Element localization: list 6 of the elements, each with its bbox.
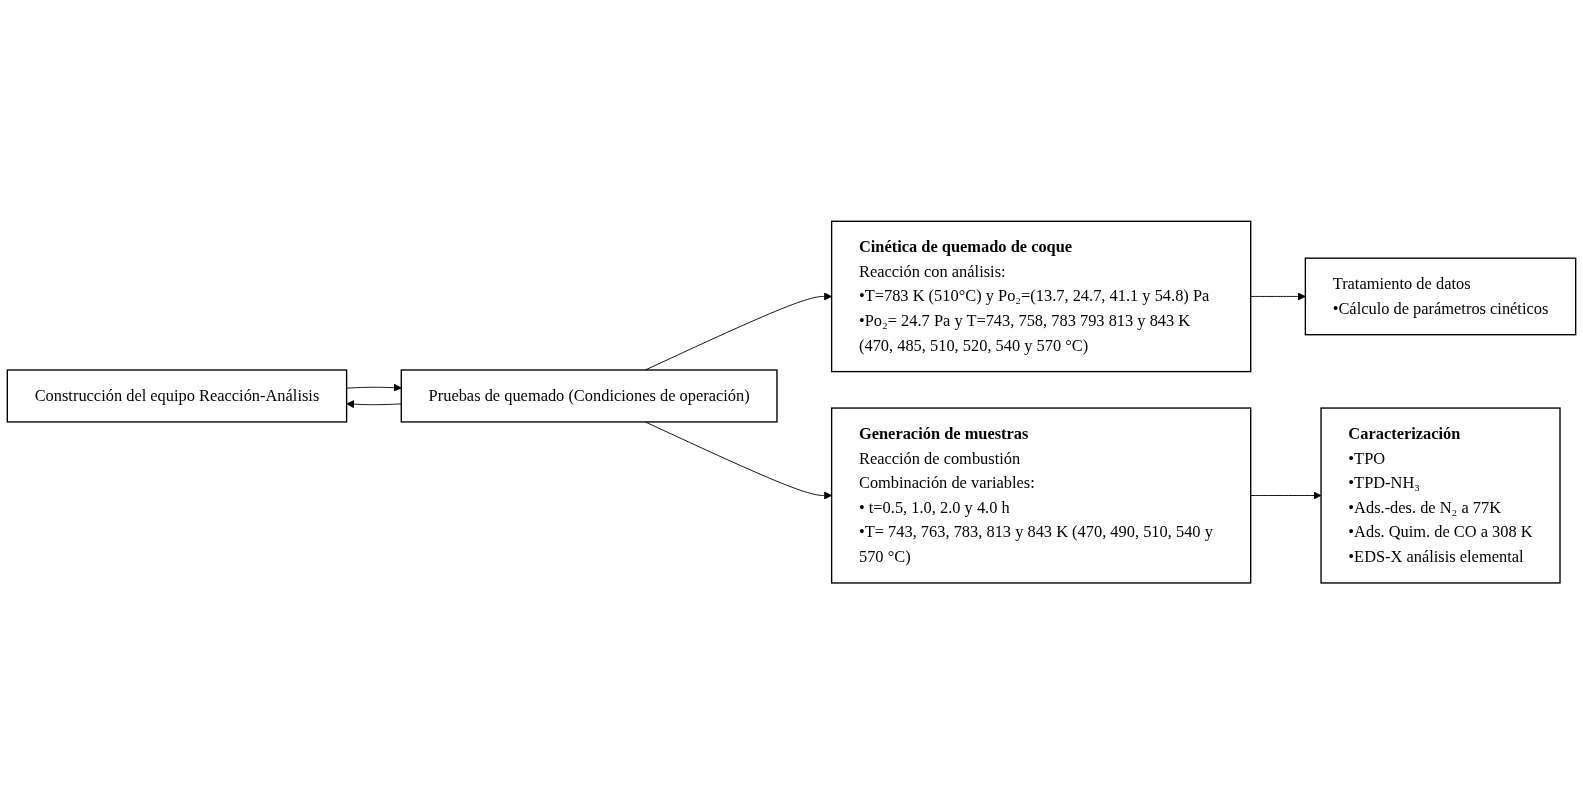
node-box: Pruebas de quemado (Condiciones de operación)	[400, 369, 778, 423]
node-box: Generación de muestras Reacción de combustión Combinación de variables: • t=0.5, 1.0, 2.0 y 4.0 h •T= 743, 763, 783, 813 y 843 K (470, 490, 510, 540 y 570 °C)	[830, 407, 1252, 584]
node-box: Tratamiento de datos •Cálculo de parámetros cinéticos	[1304, 257, 1577, 336]
node-box: Cinética de quemado de coque Reacción con análisis: •T=783 K (510°C) y Po₂=(13.7, 24.7, 41.1 y 54.8) Pa •Po₂= 24.7 Pa y T=743, 758, 783 793 813 y 843 K (470, 485, 510, 520, 540 y 570 °C)	[830, 220, 1252, 373]
node-box: Construcción del equipo Reacción-Análisis	[6, 369, 348, 423]
node-box: Caracterización •TPO •TPD-NH₃ •Ads.-des. de N₂ a 77K •Ads. Quim. de CO a 308 K •EDS-X análisis elemental	[1320, 407, 1561, 584]
